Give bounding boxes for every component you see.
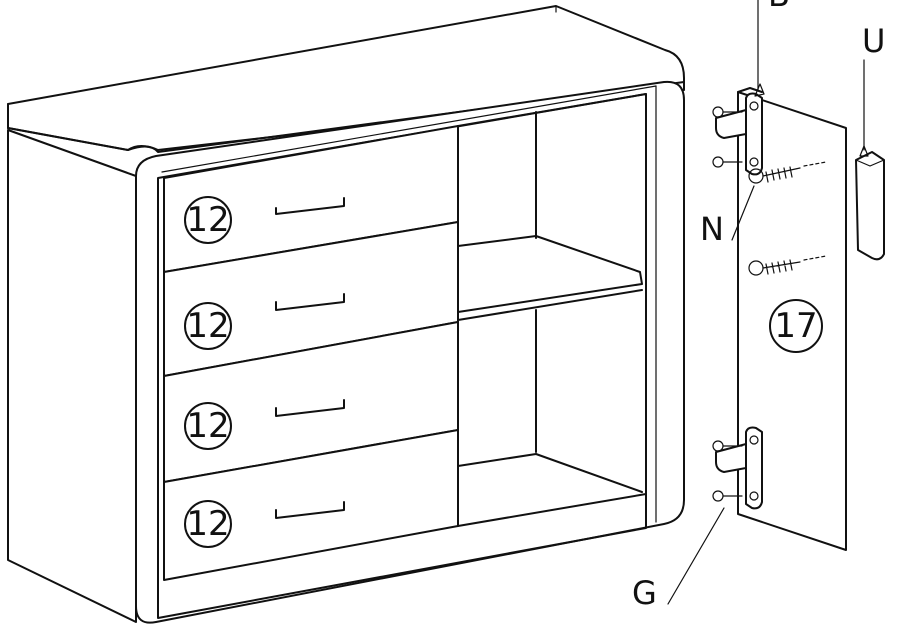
cabinet-top xyxy=(7,5,685,153)
drawer-label-1: 12 xyxy=(184,196,232,244)
open-compartment xyxy=(457,93,647,527)
drawer-stack xyxy=(163,125,459,581)
drawer-handle-1 xyxy=(275,197,345,215)
drawer-label-3: 12 xyxy=(184,402,232,450)
drawer-label-2: 12 xyxy=(184,302,232,350)
drawer-part-number-3: 12 xyxy=(186,406,229,446)
door-part-number: 17 xyxy=(774,306,817,346)
callout-leaders xyxy=(667,0,869,605)
drawer-handle-3 xyxy=(275,399,345,417)
drawer-handle-2 xyxy=(275,293,345,311)
door-label: 17 xyxy=(769,299,823,353)
drawer-part-number-4: 12 xyxy=(186,504,229,544)
label-handle: U xyxy=(862,22,885,60)
drawer-label-4: 12 xyxy=(184,500,232,548)
handle-screws xyxy=(748,161,827,276)
bottom-hinge xyxy=(715,426,763,510)
drawer-part-number-2: 12 xyxy=(186,306,229,346)
label-hinge-screw: G xyxy=(632,574,657,612)
label-hinge: B xyxy=(768,0,790,14)
drawer-part-number-1: 12 xyxy=(186,200,229,240)
cabinet-left-side xyxy=(7,129,137,623)
top-hinge xyxy=(715,92,763,176)
label-screw: N xyxy=(700,210,724,248)
drawer-handles xyxy=(275,197,345,519)
door-handle xyxy=(855,151,885,261)
hinge-screws xyxy=(712,106,743,502)
drawer-handle-4 xyxy=(275,501,345,519)
